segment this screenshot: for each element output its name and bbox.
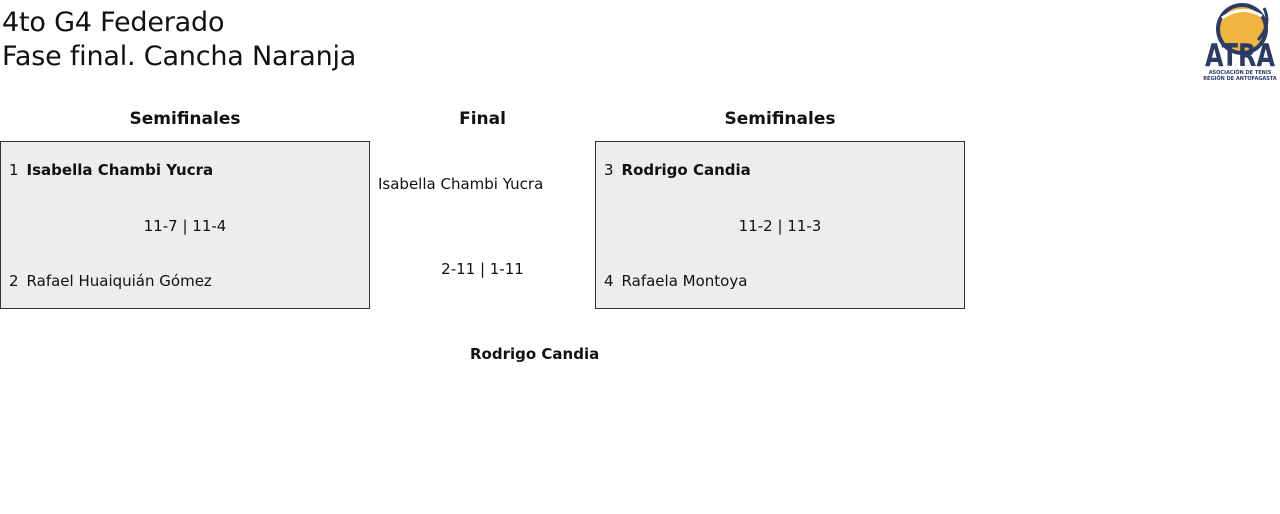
semifinal-right-bottom-player: 4 Rafaela Montoya (604, 272, 747, 290)
player-seed: 2 (9, 272, 19, 290)
semifinal-left-top-player: 1 Isabella Chambi Yucra (9, 161, 213, 179)
player-name: Rafael Huaiquián Gómez (26, 272, 212, 290)
semifinal-left-bottom-player: 2 Rafael Huaiquián Gómez (9, 272, 212, 290)
column-header-final: Final (459, 109, 506, 129)
semifinal-left-score: 11-7 | 11-4 (143, 217, 227, 235)
column-header-semifinals-left: Semifinales (129, 109, 241, 129)
final-score: 2-11 | 1-11 (441, 260, 524, 278)
column-header-semifinals-right: Semifinales (724, 109, 836, 129)
title-line-phase: Fase final. Cancha Naranja (2, 41, 357, 72)
semifinal-match-left: 1 Isabella Chambi Yucra 11-7 | 11-4 2 Rafa… (0, 141, 370, 309)
player-seed: 1 (9, 161, 19, 179)
semifinal-right-score: 11-2 | 11-3 (738, 217, 822, 235)
semifinal-match-right: 3 Rodrigo Candia 11-2 | 11-3 4 Rafaela Mon… (595, 141, 965, 309)
player-name: Rodrigo Candia (621, 161, 751, 179)
champion-name: Rodrigo Candia (470, 345, 600, 363)
logo-subtitle-line2: REGIÓN DE ANTOFAGASTA (1203, 75, 1277, 82)
logo-wordmark: ATRA (1205, 38, 1275, 74)
player-seed: 3 (604, 161, 614, 179)
tennis-ball-icon: ATRA ASOCIACIÓN DE TENIS REGIÓN DE ANTOF… (1203, 3, 1277, 82)
final-player-name: Isabella Chambi Yucra (378, 175, 544, 193)
semifinal-right-top-player: 3 Rodrigo Candia (604, 161, 751, 179)
player-name: Rafaela Montoya (621, 272, 748, 290)
player-seed: 4 (604, 272, 614, 290)
logo-subtitle-line1: ASOCIACIÓN DE TENIS (1209, 69, 1272, 76)
player-name: Isabella Chambi Yucra (26, 161, 214, 179)
tournament-title: 4to G4 Federado Fase final. Cancha Naran… (2, 6, 356, 74)
atra-logo: ATRA ASOCIACIÓN DE TENIS REGIÓN DE ANTOF… (1198, 0, 1280, 84)
title-line-category: 4to G4 Federado (2, 7, 225, 38)
